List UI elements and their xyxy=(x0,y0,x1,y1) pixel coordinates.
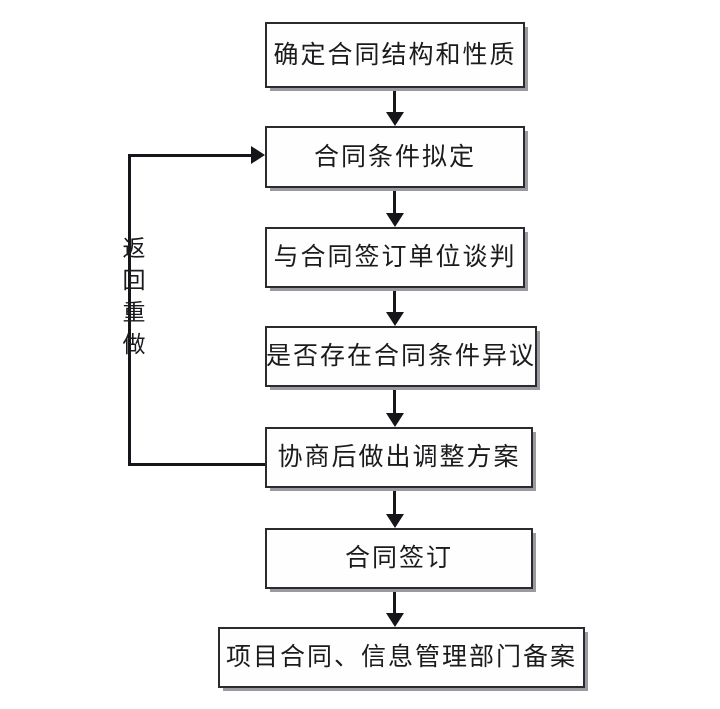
feedback-loop-label: 返回重做 xyxy=(119,236,144,364)
process-node-label: 合同签订 xyxy=(344,545,453,572)
connector-n6-n7-line xyxy=(393,589,396,613)
feedback-loop-arrowhead-icon xyxy=(251,146,265,164)
connector-n3-n4-line xyxy=(393,288,396,312)
connector-n4-n5-line xyxy=(393,387,396,413)
process-node-label: 项目合同、信息管理部门备案 xyxy=(225,644,577,671)
feedback-loop-bottom-segment xyxy=(128,463,266,466)
process-node-adjustment-plan-after-negotiation[interactable]: 协商后做出调整方案 xyxy=(265,427,533,488)
process-node-draft-contract-terms[interactable]: 合同条件拟定 xyxy=(265,126,525,188)
process-node-label: 协商后做出调整方案 xyxy=(277,444,521,471)
process-node-check-terms-objection[interactable]: 是否存在合同条件异议 xyxy=(265,326,537,387)
process-node-label: 是否存在合同条件异议 xyxy=(266,343,537,370)
connector-n1-n2-arrowhead-icon xyxy=(386,112,404,126)
process-node-sign-contract[interactable]: 合同签订 xyxy=(265,528,533,589)
connector-n6-n7-arrowhead-icon xyxy=(386,613,404,627)
connector-n1-n2-line xyxy=(393,88,396,114)
process-node-label: 与合同签订单位谈判 xyxy=(273,244,517,271)
process-node-determine-contract-structure[interactable]: 确定合同结构和性质 xyxy=(265,22,525,88)
feedback-loop-top-segment xyxy=(128,154,252,157)
connector-n5-n6-line xyxy=(393,488,396,514)
process-node-label: 合同条件拟定 xyxy=(313,143,476,171)
process-node-label: 确定合同结构和性质 xyxy=(273,41,517,69)
process-node-negotiate-with-signing-party[interactable]: 与合同签订单位谈判 xyxy=(265,227,525,288)
connector-n2-n3-line xyxy=(393,188,396,213)
connector-n3-n4-arrowhead-icon xyxy=(386,312,404,326)
process-node-file-with-management-department[interactable]: 项目合同、信息管理部门备案 xyxy=(218,627,585,688)
feedback-loop-vertical-rail xyxy=(128,155,131,466)
connector-n2-n3-arrowhead-icon xyxy=(386,213,404,227)
connector-n4-n5-arrowhead-icon xyxy=(386,413,404,427)
connector-n5-n6-arrowhead-icon xyxy=(386,514,404,528)
